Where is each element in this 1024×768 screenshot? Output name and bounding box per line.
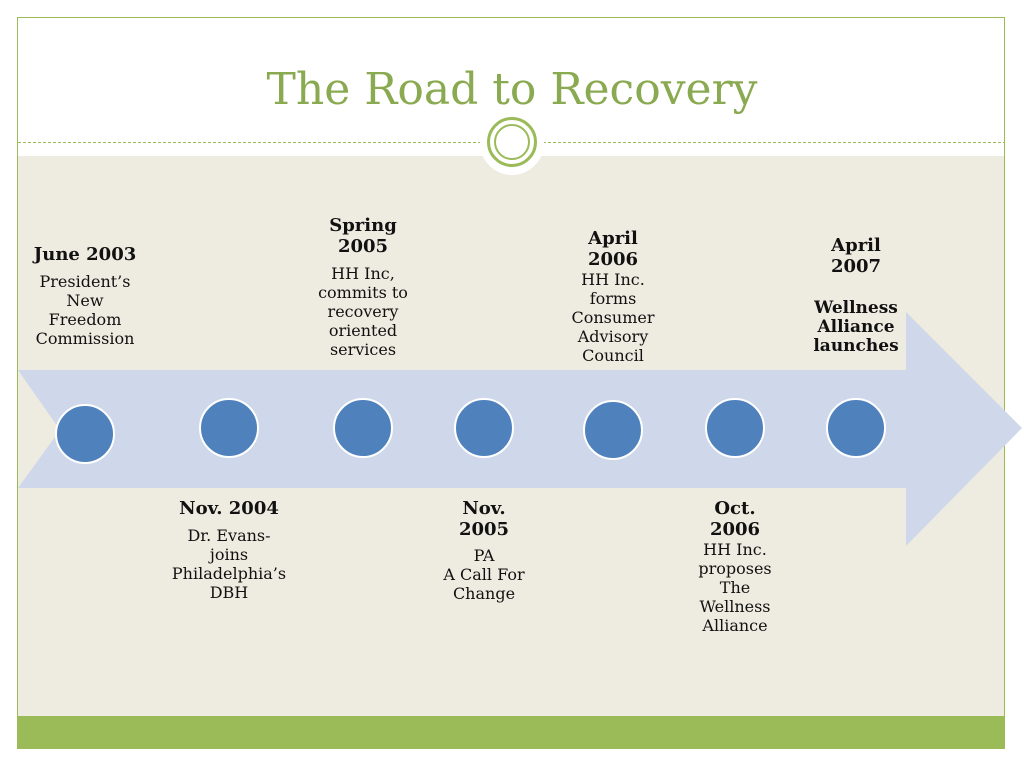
event-label-spring-2005: Spring 2005 HH Inc, commits to recovery …	[303, 215, 423, 359]
event-label-april-2007: April 2007 Wellness Alliance launches	[796, 235, 916, 356]
event-description: President’s New Freedom Commission	[35, 272, 135, 348]
event-label-nov-2005: Nov. 2005 PA A Call For Change	[424, 498, 544, 603]
timeline-node-2	[199, 398, 259, 458]
event-description: HH Inc. forms Consumer Advisory Council	[571, 270, 655, 365]
event-description: Wellness Alliance launches	[813, 298, 899, 356]
timeline-node-5	[583, 400, 643, 460]
event-date: June 2003	[33, 244, 137, 265]
timeline-nodes	[55, 398, 886, 464]
event-label-april-2006: April 2006 HH Inc. forms Consumer Adviso…	[553, 228, 673, 365]
event-description: PA A Call For Change	[443, 546, 525, 603]
event-label-oct-2006: Oct. 2006 HH Inc. proposes The Wellness …	[675, 498, 795, 635]
timeline-node-3	[333, 398, 393, 458]
event-label-june-2003: June 2003 President’s New Freedom Commis…	[20, 244, 150, 348]
slide-title: The Road to Recovery	[266, 64, 758, 115]
event-date: Oct. 2006	[709, 498, 761, 540]
timeline-node-1	[55, 404, 115, 464]
event-description: HH Inc, commits to recovery oriented ser…	[318, 264, 408, 359]
footer-bar	[18, 716, 1004, 748]
event-date: Nov. 2005	[458, 498, 510, 540]
timeline-node-4	[454, 398, 514, 458]
event-date: April 2007	[830, 235, 882, 277]
event-label-nov-2004: Nov. 2004 Dr. Evans- joins Philadelphia’…	[159, 498, 299, 602]
event-date: Spring 2005	[329, 215, 397, 257]
timeline-node-7	[826, 398, 886, 458]
timeline-arrow	[18, 312, 1022, 546]
event-date: Nov. 2004	[179, 498, 279, 519]
circle-ornament-icon	[487, 117, 537, 167]
event-date: April 2006	[587, 228, 639, 270]
event-description: HH Inc. proposes The Wellness Alliance	[698, 540, 772, 635]
timeline-node-6	[705, 398, 765, 458]
event-description: Dr. Evans- joins Philadelphia’s DBH	[171, 526, 287, 602]
